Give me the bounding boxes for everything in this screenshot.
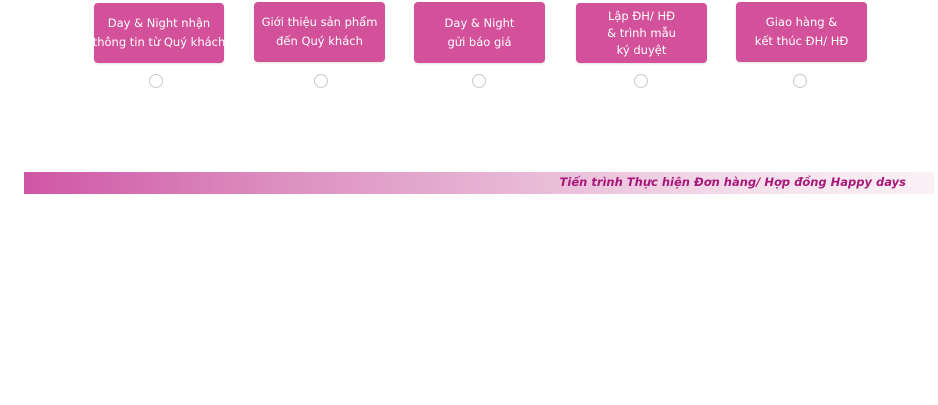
step-3-radio[interactable] — [472, 74, 486, 88]
step-4-line-1: Lập ĐH/ HĐ — [607, 8, 676, 23]
step-4-line-2: & trình mẫu — [607, 25, 676, 40]
step-5-line-1: Giao hàng & — [765, 15, 838, 29]
step-2-box[interactable]: Giới thiệu sản phẩm đến Quý khách — [254, 2, 385, 62]
step-1-line-2: thông tin từ Quý khách — [92, 35, 226, 49]
step-1-line-1: Day & Night nhận — [107, 16, 211, 30]
step-3-line-2: gửi báo giá — [447, 34, 512, 49]
step-1-box[interactable]: Day & Night nhận thông tin từ Quý khách — [92, 3, 226, 63]
step-5-box[interactable]: Giao hàng & kết thúc ĐH/ HĐ — [736, 2, 867, 62]
step-1-radio[interactable] — [149, 74, 163, 88]
step-4-radio[interactable] — [634, 74, 648, 88]
step-4-line-3: ký duyệt — [616, 42, 667, 57]
step-4-box[interactable]: Lập ĐH/ HĐ & trình mẫu ký duyệt — [576, 3, 707, 63]
process-banner-title: Tiến trình Thực hiện Đơn hàng/ Hợp đồng … — [559, 175, 906, 189]
step-5-radio[interactable] — [793, 74, 807, 88]
step-3-box[interactable]: Day & Night gửi báo giá — [414, 2, 545, 63]
step-2-line-2: đến Quý khách — [276, 34, 363, 48]
step-3-line-1: Day & Night — [444, 15, 515, 30]
step-5-line-2: kết thúc ĐH/ HĐ — [754, 34, 849, 48]
process-banner: Tiến trình Thực hiện Đơn hàng/ Hợp đồng … — [24, 172, 934, 194]
step-2-line-1: Giới thiệu sản phẩm — [261, 15, 378, 29]
step-2-radio[interactable] — [314, 74, 328, 88]
